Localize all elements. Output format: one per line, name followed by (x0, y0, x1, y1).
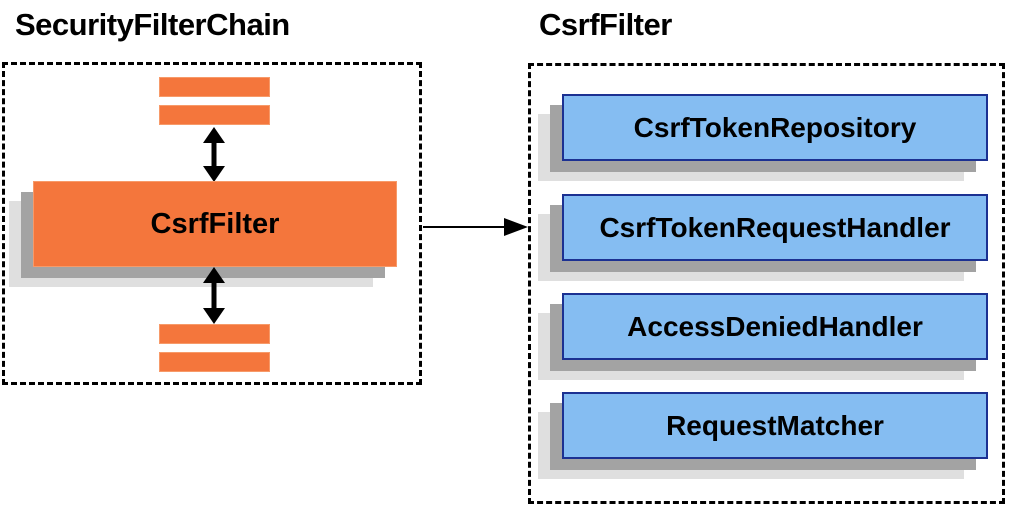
node-label: CsrfFilter (150, 207, 280, 240)
security-filter-chain-title: SecurityFilterChain (15, 7, 290, 42)
component-face: RequestMatcher (562, 392, 988, 459)
component-label: CsrfTokenRepository (633, 111, 917, 143)
arrow-shaft (211, 279, 217, 312)
link-arrow (423, 218, 528, 236)
arrow-head-right-icon (504, 218, 528, 236)
arrow-shaft (211, 139, 217, 170)
component-label: AccessDeniedHandler (627, 310, 923, 342)
bidirectional-arrow-top (203, 127, 225, 182)
csrf-filter-node: CsrfFilter (9, 181, 397, 287)
component-face: CsrfTokenRequestHandler (562, 194, 988, 261)
component-face: CsrfTokenRepository (562, 94, 988, 161)
filter-bar (159, 324, 270, 344)
filter-bar (159, 77, 270, 97)
arrow-shaft (423, 226, 508, 228)
arrow-head-up-icon (203, 267, 225, 283)
csrf-filter-node-face: CsrfFilter (33, 181, 397, 267)
component-csrf-token-request-handler: CsrfTokenRequestHandler (538, 194, 988, 281)
arrow-head-up-icon (203, 127, 225, 143)
bidirectional-arrow-bottom (203, 267, 225, 324)
arrow-head-down-icon (203, 308, 225, 324)
security-filter-chain-container (2, 62, 422, 385)
component-request-matcher: RequestMatcher (538, 392, 988, 479)
component-access-denied-handler: AccessDeniedHandler (538, 293, 988, 380)
filter-bar (159, 105, 270, 125)
component-csrf-token-repository: CsrfTokenRepository (538, 94, 988, 181)
csrf-filter-components-container (528, 63, 1005, 504)
filter-bar (159, 352, 270, 372)
component-label: RequestMatcher (666, 409, 884, 441)
component-label: CsrfTokenRequestHandler (599, 211, 951, 243)
arrow-head-down-icon (203, 166, 225, 182)
csrf-filter-title: CsrfFilter (539, 7, 672, 42)
component-face: AccessDeniedHandler (562, 293, 988, 360)
